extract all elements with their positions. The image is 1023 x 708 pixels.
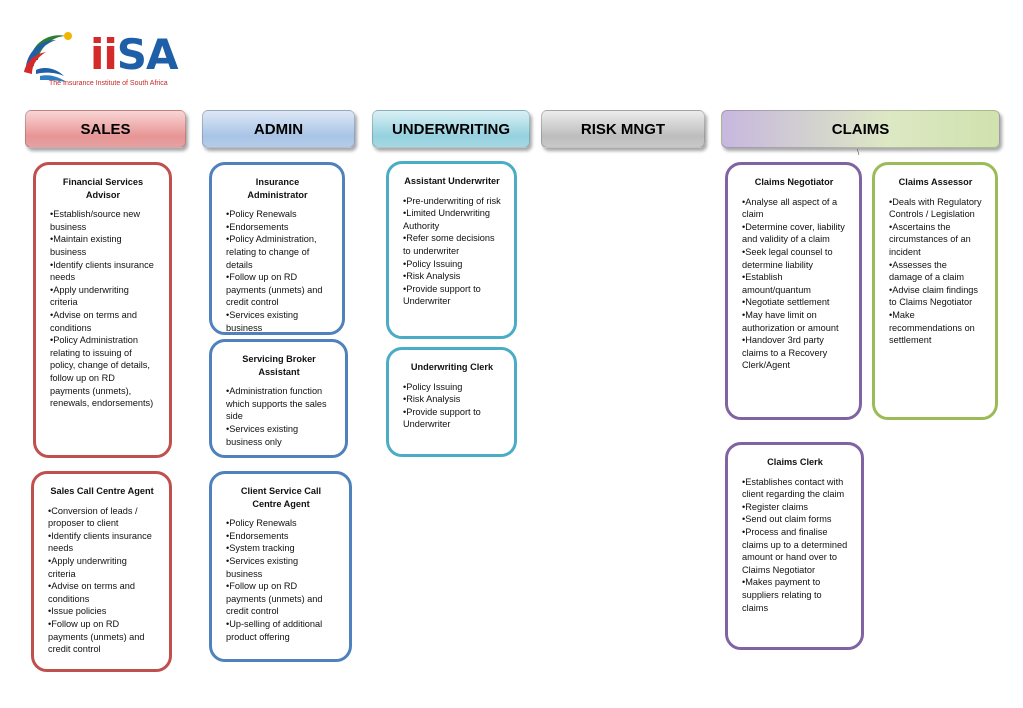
duty-item: •Policy Issuing <box>403 258 463 269</box>
role-box-insurance-administrator: Insurance Administrator •Policy Renewals… <box>209 162 345 335</box>
duty-item: •Risk Analysis <box>403 394 461 405</box>
duty-item: •Register claims <box>742 501 809 512</box>
role-title: Insurance Administrator <box>247 177 308 200</box>
role-box-sales-call-centre-agent: Sales Call Centre Agent •Conversion of l… <box>31 471 172 672</box>
role-title: Servicing Broker Assistant <box>242 354 316 377</box>
iisa-logo: iiSA The Insurance Institute of South Af… <box>22 26 212 92</box>
duty-item: •Follow up on RD payments (unmets) and c… <box>226 581 323 617</box>
duty-item: •Advise claim findings to Claims Negotia… <box>889 284 979 308</box>
duty-item: •Advise on terms and conditions <box>50 309 137 333</box>
logo-tagline: The Insurance Institute of South Africa <box>49 80 168 87</box>
duty-item: •Establish amount/quantum <box>742 272 811 295</box>
duty-item: •Refer some decisions to underwriter <box>403 233 495 256</box>
header-underwriting: UNDERWRITING <box>372 110 530 148</box>
duty-item: •Endorsements <box>226 221 289 232</box>
duty-item: •Process and finalise claims up to a det… <box>742 526 848 575</box>
role-box-underwriting-clerk: Underwriting Clerk •Policy Issuing •Risk… <box>386 347 517 457</box>
duty-item: •Up-selling of additional product offeri… <box>226 618 323 642</box>
role-title: Claims Assessor <box>898 177 973 187</box>
duty-item: •Risk Analysis <box>403 271 461 282</box>
duty-item: •Apply underwriting criteria <box>50 284 129 308</box>
role-title: Sales Call Centre Agent <box>50 486 154 496</box>
role-title: Assistant Underwriter <box>404 176 500 186</box>
header-claims: CLAIMS <box>721 110 1000 148</box>
duty-item: •Makes payment to suppliers relating to … <box>742 577 822 613</box>
duty-item: •Deals with Regulatory Controls / Legisl… <box>889 196 982 220</box>
duty-item: •Administration function which supports … <box>226 386 327 422</box>
duty-item: •Provide support to Underwriter <box>403 283 481 307</box>
duty-item: •Ascertains the circumstances of an inci… <box>889 221 971 257</box>
duty-item: •Advise on terms and conditions <box>48 581 135 604</box>
duty-item: •Services existing business only <box>226 423 299 447</box>
duty-item: •Identify clients insurance needs <box>50 259 154 283</box>
logo-wordmark: iiSA <box>90 30 179 79</box>
role-title: Underwriting Clerk <box>410 362 494 372</box>
role-box-claims-clerk: Claims Clerk •Establishes contact with c… <box>725 442 864 650</box>
duty-item: •Establish/source new business <box>50 209 141 232</box>
duty-item: •System tracking <box>226 543 295 554</box>
duty-item: •Send out claim forms <box>742 514 832 525</box>
role-box-financial-services-advisor: Financial Services Advisor •Establish/so… <box>33 162 172 458</box>
duty-item: •Analyse all aspect of a claim <box>742 196 838 220</box>
role-title: Client Service Call Centre Agent <box>240 486 322 509</box>
duty-item: •Policy Administration relating to issui… <box>50 335 154 409</box>
duty-item: •Pre-underwriting of risk <box>403 195 501 206</box>
stray-mark: \ <box>857 148 860 157</box>
duty-item: •Follow up on RD payments (unmets) and c… <box>226 272 323 308</box>
duty-item: •Apply underwriting criteria <box>48 555 127 579</box>
header-sales: SALES <box>25 110 186 148</box>
duty-item: •Establishes contact with client regardi… <box>742 476 845 500</box>
iisa-swirl-icon <box>24 32 72 82</box>
duty-item: •Endorsements <box>226 530 289 541</box>
duty-item: •Assesses the damage of a claim <box>889 259 965 283</box>
duty-item: •Policy Administration, relating to chan… <box>226 234 317 270</box>
role-box-servicing-broker-assistant: Servicing Broker Assistant •Administrati… <box>209 339 348 458</box>
role-box-claims-assessor: Claims Assessor •Deals with Regulatory C… <box>872 162 998 420</box>
duty-item: •Identify clients insurance needs <box>48 530 152 554</box>
duty-item: •Policy Issuing <box>403 381 463 392</box>
header-admin: ADMIN <box>202 110 355 148</box>
duty-item: •Seek legal counsel to determine liabili… <box>742 246 833 270</box>
duty-item: •Limited Underwriting Authority <box>403 208 490 231</box>
duty-item: •Negotiate settlement <box>742 297 830 308</box>
duty-item: •Maintain existing business <box>50 234 122 257</box>
duty-item: •Handover 3rd party claims to a Recovery… <box>742 335 828 371</box>
role-box-client-service-call-centre-agent: Client Service Call Centre Agent •Policy… <box>209 471 352 662</box>
role-title: Claims Negotiator <box>754 177 834 187</box>
role-title: Financial Services Advisor <box>62 177 144 200</box>
role-box-assistant-underwriter: Assistant Underwriter •Pre-underwriting … <box>386 161 517 339</box>
duty-item: •Determine cover, liability and validity… <box>742 221 845 245</box>
duty-item: •Conversion of leads / proposer to clien… <box>48 505 138 529</box>
duty-item: •Make recommendations on settlement <box>889 309 975 346</box>
duty-item: •Provide support to Underwriter <box>403 406 481 430</box>
duty-item: •Policy Renewals <box>226 518 297 529</box>
role-box-claims-negotiator: Claims Negotiator •Analyse all aspect of… <box>725 162 862 420</box>
duty-item: •Issue policies <box>48 606 107 617</box>
duty-item: •May have limit on authorization or amou… <box>742 309 839 333</box>
duty-item: •Services existing business <box>226 555 299 579</box>
duty-item: •Services existing business <box>226 309 299 333</box>
duty-item: •Policy Renewals <box>226 209 297 220</box>
role-title: Claims Clerk <box>767 457 823 467</box>
header-risk-mngt: RISK MNGT <box>541 110 705 148</box>
duty-item: •Follow up on RD payments (unmets) and c… <box>48 618 145 655</box>
